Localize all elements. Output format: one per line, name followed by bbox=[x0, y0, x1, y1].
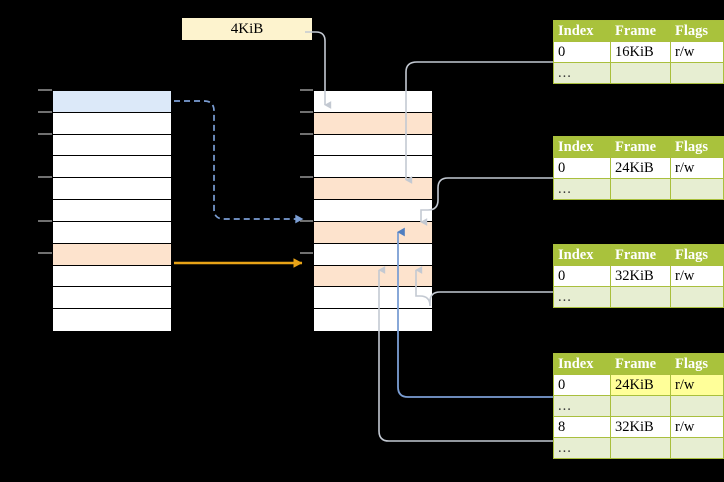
column-header-flags: Flags bbox=[670, 20, 724, 42]
cell-index: 8 bbox=[553, 416, 611, 438]
physical-memory-cell-10 bbox=[314, 309, 432, 331]
virtual-address-cell-4 bbox=[53, 178, 171, 201]
physical-memory-cell-9 bbox=[314, 287, 432, 310]
cell-frame: 32KiB bbox=[610, 265, 671, 287]
physical-memory-cell-3 bbox=[314, 156, 432, 179]
column-header-index: Index bbox=[553, 353, 611, 375]
physical-memory-cell-7 bbox=[314, 243, 432, 266]
physical-memory-cell-0 bbox=[314, 91, 432, 113]
cell-frame bbox=[610, 62, 671, 84]
cell-index: ... bbox=[553, 395, 611, 417]
table-row: ... bbox=[553, 178, 724, 200]
cell-flags: r/w bbox=[670, 416, 724, 438]
column-header-index: Index bbox=[553, 244, 611, 266]
cell-flags bbox=[670, 286, 724, 308]
physical-memory-cell-5 bbox=[314, 200, 432, 222]
cell-index: ... bbox=[553, 437, 611, 459]
virtual-column-ticks bbox=[38, 89, 52, 254]
column-header-index: Index bbox=[553, 20, 611, 42]
cell-frame bbox=[610, 437, 671, 459]
virtual-address-cell-9 bbox=[53, 287, 171, 310]
cell-index: 0 bbox=[553, 265, 611, 287]
physical-memory-cell-8 bbox=[314, 265, 432, 288]
table-row: ... bbox=[553, 395, 724, 417]
cell-flags bbox=[670, 178, 724, 200]
cell-flags: r/w bbox=[670, 374, 724, 396]
physical-memory-cell-6 bbox=[314, 221, 432, 244]
cell-frame bbox=[610, 395, 671, 417]
table-row: ... bbox=[553, 437, 724, 459]
column-header-flags: Flags bbox=[670, 136, 724, 158]
physical-memory-cell-2 bbox=[314, 134, 432, 157]
virtual-address-cell-7 bbox=[53, 243, 171, 266]
virtual-address-cell-5 bbox=[53, 200, 171, 222]
cell-frame bbox=[610, 286, 671, 308]
cell-frame: 32KiB bbox=[610, 416, 671, 438]
column-header-index: Index bbox=[553, 136, 611, 158]
column-header-flags: Flags bbox=[670, 353, 724, 375]
physical-memory-column bbox=[313, 90, 433, 331]
cell-flags: r/w bbox=[670, 265, 724, 287]
size-label-4kib: 4KiB bbox=[182, 18, 312, 40]
cell-index: 0 bbox=[553, 374, 611, 396]
virtual-address-cell-0 bbox=[53, 91, 171, 113]
column-header-frame: Frame bbox=[610, 20, 671, 42]
wire-virtual0-to-physical bbox=[174, 100, 304, 224]
cell-flags: r/w bbox=[670, 157, 724, 179]
column-header-frame: Frame bbox=[610, 353, 671, 375]
table-row: ... bbox=[553, 62, 724, 84]
cell-index: ... bbox=[553, 178, 611, 200]
cell-index: 0 bbox=[553, 41, 611, 63]
virtual-address-cell-6 bbox=[53, 221, 171, 244]
virtual-address-cell-1 bbox=[53, 112, 171, 135]
cell-frame bbox=[610, 178, 671, 200]
table-row: ... bbox=[553, 286, 724, 308]
cell-flags bbox=[670, 62, 724, 84]
cell-index: ... bbox=[553, 62, 611, 84]
virtual-address-cell-8 bbox=[53, 265, 171, 288]
virtual-address-cell-10 bbox=[53, 309, 171, 331]
cell-frame: 16KiB bbox=[610, 41, 671, 63]
column-header-flags: Flags bbox=[670, 244, 724, 266]
cell-index: 0 bbox=[553, 157, 611, 179]
wire-table3-to-physical bbox=[415, 266, 553, 307]
cell-flags: r/w bbox=[670, 41, 724, 63]
physical-memory-cell-1 bbox=[314, 112, 432, 135]
cell-frame: 24KiB bbox=[610, 157, 671, 179]
wire-table2-to-physical bbox=[420, 177, 553, 226]
column-header-frame: Frame bbox=[610, 136, 671, 158]
virtual-address-cell-2 bbox=[53, 134, 171, 157]
cell-flags bbox=[670, 395, 724, 417]
column-header-frame: Frame bbox=[610, 244, 671, 266]
virtual-address-column bbox=[52, 90, 172, 331]
physical-memory-cell-4 bbox=[314, 178, 432, 201]
cell-flags bbox=[670, 437, 724, 459]
physical-column-ticks bbox=[300, 89, 313, 254]
cell-frame: 24KiB bbox=[610, 374, 671, 396]
cell-index: ... bbox=[553, 286, 611, 308]
virtual-address-cell-3 bbox=[53, 156, 171, 179]
